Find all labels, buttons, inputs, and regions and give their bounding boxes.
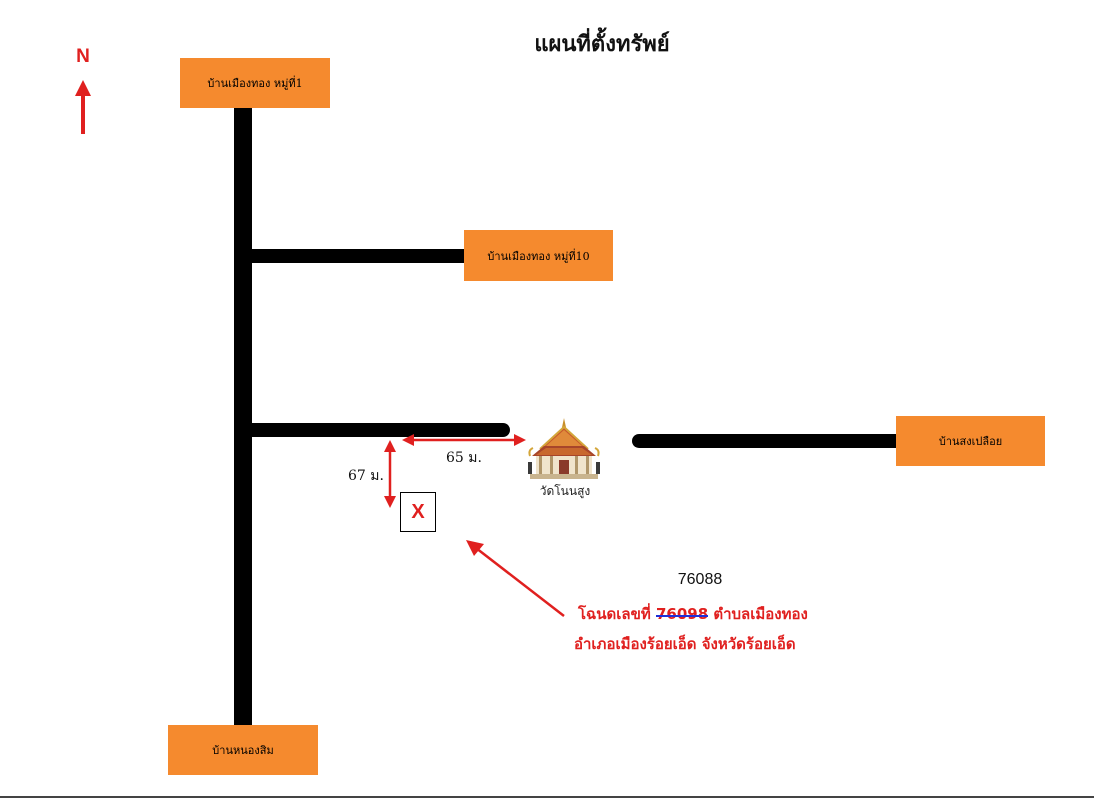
property-marker: X: [400, 492, 436, 532]
place-label-middle: บ้านเมืองทอง หมู่ที่10: [464, 230, 613, 281]
deed-number-struck: 76098: [655, 605, 709, 623]
deed-line-2: อำเภอเมืองร้อยเอ็ด จังหวัดร้อยเอ็ด: [574, 635, 796, 653]
vertical-distance-label: 67 ม.: [348, 468, 384, 484]
map-title: แผนที่ตั้งทรัพย์: [534, 32, 670, 57]
main-road-vertical: [234, 104, 252, 726]
deed-line-1-suffix: ตำบลเมืองทอง: [708, 605, 808, 623]
deed-line-1-prefix: โฉนดเลขที่: [578, 605, 656, 623]
place-label-bottom: บ้านหนองสิม: [168, 725, 318, 775]
deed-line-1: โฉนดเลขที่ 76098 ตำบลเมืองทอง: [578, 602, 808, 626]
place-label-top: บ้านเมืองทอง หมู่ที่1: [180, 58, 330, 108]
pointer-arrow-icon: [466, 540, 565, 617]
temple-name: วัดโนนสูง: [539, 484, 591, 498]
road-to-east-village: [632, 434, 898, 448]
place-label-east: บ้านสงเปลือย: [896, 416, 1045, 466]
north-label: N: [76, 46, 90, 67]
temple-icon: [528, 418, 600, 479]
horizontal-distance-arrow-icon: [402, 434, 526, 446]
page-bottom-rule: [0, 796, 1094, 798]
vertical-distance-arrow-icon: [384, 440, 396, 508]
road-to-village-10: [252, 249, 466, 263]
horizontal-distance-label: 65 ม.: [446, 450, 482, 466]
deed-number-corrected: 76088: [677, 571, 723, 588]
road-to-temple: [252, 423, 510, 437]
north-arrow-icon: [75, 80, 91, 134]
